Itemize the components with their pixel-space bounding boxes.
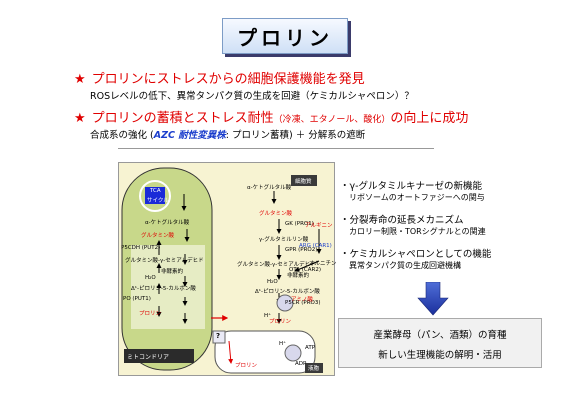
alpha-kg: α-ケトグルタル酸 xyxy=(247,185,292,191)
mito-gsa: グルタミン酸-γ-セミアルデヒド xyxy=(125,258,204,264)
mito-nonenzymatic: 非酵素的 xyxy=(161,269,184,275)
ota-car2: OTA (CAR2) xyxy=(289,267,321,273)
amino-acid-transporter xyxy=(276,294,294,312)
hplus-2: H⁺ xyxy=(279,341,287,347)
mito-p5c: Δ¹-ピロリン-5-カルボン酸 xyxy=(131,286,196,292)
right-item-1: ・γ-グルタミルキナーゼの新機能 リボソームのオートファジーへの関与 xyxy=(340,178,485,203)
ornithine: オルニチン xyxy=(309,261,337,267)
bullet-1-text: プロリンにストレスからの細胞保護機能を発見 xyxy=(91,72,365,87)
divider xyxy=(118,148,434,149)
right-item-2-title: ・分裂寿命の延長メカニズム xyxy=(340,215,464,226)
vacuole-shape xyxy=(214,330,316,374)
atpase-transporter xyxy=(284,344,302,362)
slide-title: プロリン xyxy=(222,18,348,54)
mito-p5cdh: P5CDH (PUT2) xyxy=(121,245,161,251)
vacuole-label: 液胞 xyxy=(308,366,320,372)
glutamate-semialdehyde: グルタミン酸-γ-セミアルデヒド xyxy=(237,262,316,268)
tca-box xyxy=(145,187,165,204)
proline: プロリン xyxy=(269,319,292,325)
right-item-2: ・分裂寿命の延長メカニズム カロリー制限・TORシグナルとの関連 xyxy=(340,212,486,237)
gpr-pro2: GPR (PRO2) xyxy=(285,247,318,253)
mito-po: PO (PUT1) xyxy=(123,296,151,302)
nonenzymatic: 非酵素的 xyxy=(287,273,310,279)
bullet-2-sub: 合成系の強化 (AZC 耐性変異株: プロリン蓄積) ＋ 分解系の遮断 xyxy=(90,127,365,141)
gk-pro1: GK (PRO1) xyxy=(285,221,314,227)
question-mark: ? xyxy=(216,332,221,340)
glutamate: グルタミン酸 xyxy=(259,211,293,217)
right-item-1-desc: リボソームのオートファジーへの関与 xyxy=(349,193,485,202)
cyto-label-bg xyxy=(291,175,317,186)
tca-cycle-ring xyxy=(139,180,171,212)
mito-glutamate: グルタミン酸 xyxy=(141,233,175,239)
amino-acid: アミノ酸 xyxy=(291,297,313,303)
mito-label-bg xyxy=(124,349,194,363)
bullet-2-sub-b: AZC 耐性変異株 xyxy=(153,130,226,141)
right-item-1-title: ・γ-グルタミルキナーゼの新機能 xyxy=(340,181,483,192)
bullet-2-text-c: の向上に成功 xyxy=(390,111,469,126)
outcome-line-2: 新しい生理機能の解明・活用 xyxy=(378,350,502,361)
gamma-glutamyl-phosphate: γ-グルタミルリン酸 xyxy=(259,237,309,243)
p5c: Δ¹-ピロリン-5-カルボン酸 xyxy=(255,289,320,295)
pathway-graphics xyxy=(121,167,323,374)
arg-car1: ARG (CAR1) xyxy=(299,243,332,249)
bullet-2-text-a: プロリンの蓄積とストレス耐性 xyxy=(91,111,274,126)
mito-proline: プロリン xyxy=(139,311,162,317)
mito-h2o: H₂O xyxy=(145,275,156,281)
bullet-1-sub: ROSレベルの低下、異常タンパク質の生成を回避（ケミカルシャペロン）？ xyxy=(90,91,414,102)
mito-label: ミトコンドリア xyxy=(127,354,170,361)
hplus-1: H⁺ xyxy=(264,313,272,319)
bullet-1: ★ プロリンにストレスからの細胞保護機能を発見 xyxy=(74,68,365,87)
outcomes-box: 産業酵母（パン、酒類）の育種 新しい生理機能の解明・活用 xyxy=(338,318,542,368)
down-arrow-icon xyxy=(417,282,449,316)
h2o: H₂O xyxy=(267,279,278,285)
star-icon: ★ xyxy=(74,111,86,126)
outcome-line-1: 産業酵母（パン、酒類）の育種 xyxy=(373,330,507,341)
right-item-3-desc: 異常タンパク質の生成回避機構 xyxy=(349,261,461,270)
vacuole-proline: プロリン xyxy=(235,363,258,369)
vacuole-label-bg xyxy=(305,363,323,373)
bullet-2-text-b: （冷凍、エタノール、酸化） xyxy=(273,115,391,125)
right-item-3-title: ・ケミカルシャペロンとしての機能 xyxy=(340,249,492,260)
atp: ATP xyxy=(305,345,316,351)
arginine: アルギニン xyxy=(305,223,333,229)
right-item-2-desc: カロリー制限・TORシグナルとの関連 xyxy=(349,227,486,236)
bullet-2-sub-c: : プロリン蓄積) ＋ 分解系の遮断 xyxy=(225,130,366,141)
proline-transporter xyxy=(212,330,226,344)
star-icon: ★ xyxy=(74,72,86,87)
bullet-2-sub-a: 合成系の強化 ( xyxy=(90,130,154,141)
right-item-3: ・ケミカルシャペロンとしての機能 異常タンパク質の生成回避機構 xyxy=(340,246,491,271)
bullet-2: ★ プロリンの蓄積とストレス耐性（冷凍、エタノール、酸化）の向上に成功 xyxy=(74,107,468,126)
pathway-diagram: ミトコンドリア 細胞質 液胞 TCA サイクル α-ケトグルタル酸 グルタミン酸… xyxy=(118,162,337,376)
adp: ADP xyxy=(295,361,307,367)
mito-alpha-kg: α-ケトグルタル酸 xyxy=(145,220,190,226)
p5cr-pro3: P5CR (PRO3) xyxy=(285,300,321,306)
tca-label-a: TCA xyxy=(150,188,161,194)
cyto-label: 細胞質 xyxy=(295,179,312,185)
tca-label-b: サイクル xyxy=(147,198,169,204)
